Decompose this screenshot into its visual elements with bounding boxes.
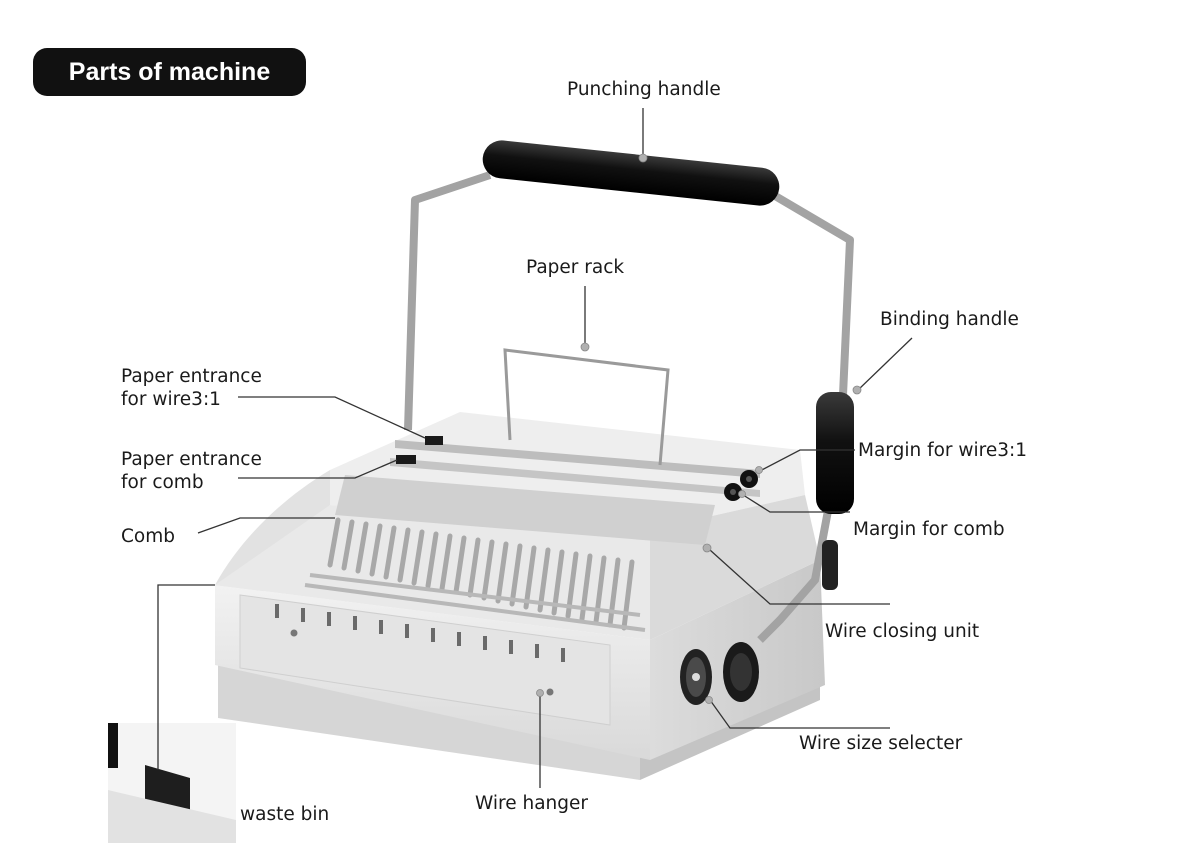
- label-waste-bin: waste bin: [240, 804, 330, 825]
- label-paper-entrance-comb: Paper entrance for comb: [121, 448, 262, 494]
- label-margin-comb: Margin for comb: [853, 519, 1005, 540]
- leader-lines: [157, 108, 913, 788]
- label-paper-entrance-wire: Paper entrance for wire3:1: [121, 365, 262, 411]
- label-wire-hanger: Wire hanger: [475, 793, 589, 814]
- label-paper-rack: Paper rack: [526, 257, 625, 278]
- waste-bin-inset: [108, 723, 236, 843]
- label-wire-size-selecter: Wire size selecter: [799, 733, 963, 754]
- comb-base-bars: [304, 573, 646, 632]
- wire-size-selecter-dial: [680, 649, 712, 705]
- label-paper-entrance-wire-line1: Paper entrance: [121, 366, 262, 387]
- diagram-title: Parts of machine: [33, 48, 306, 96]
- punching-handle-arms: [404, 171, 854, 431]
- label-binding-handle: Binding handle: [880, 309, 1019, 330]
- paper-rack-wire: [503, 348, 670, 466]
- label-punching-handle: Punching handle: [567, 79, 721, 100]
- label-paper-entrance-comb-line1: Paper entrance: [121, 449, 262, 470]
- label-comb: Comb: [121, 526, 176, 547]
- closing-knob: [723, 642, 759, 702]
- margin-knobs: [724, 470, 758, 501]
- comb-fingers: [327, 517, 635, 631]
- anchor-dots: [536, 153, 862, 704]
- punching-handle-grip: [482, 140, 780, 206]
- label-margin-wire: Margin for wire3:1: [858, 440, 1028, 461]
- label-paper-entrance-wire-line2: for wire3:1: [121, 389, 221, 410]
- binding-handle: [757, 392, 854, 643]
- label-wire-closing-unit: Wire closing unit: [825, 621, 980, 642]
- label-paper-entrance-comb-line2: for comb: [121, 472, 204, 493]
